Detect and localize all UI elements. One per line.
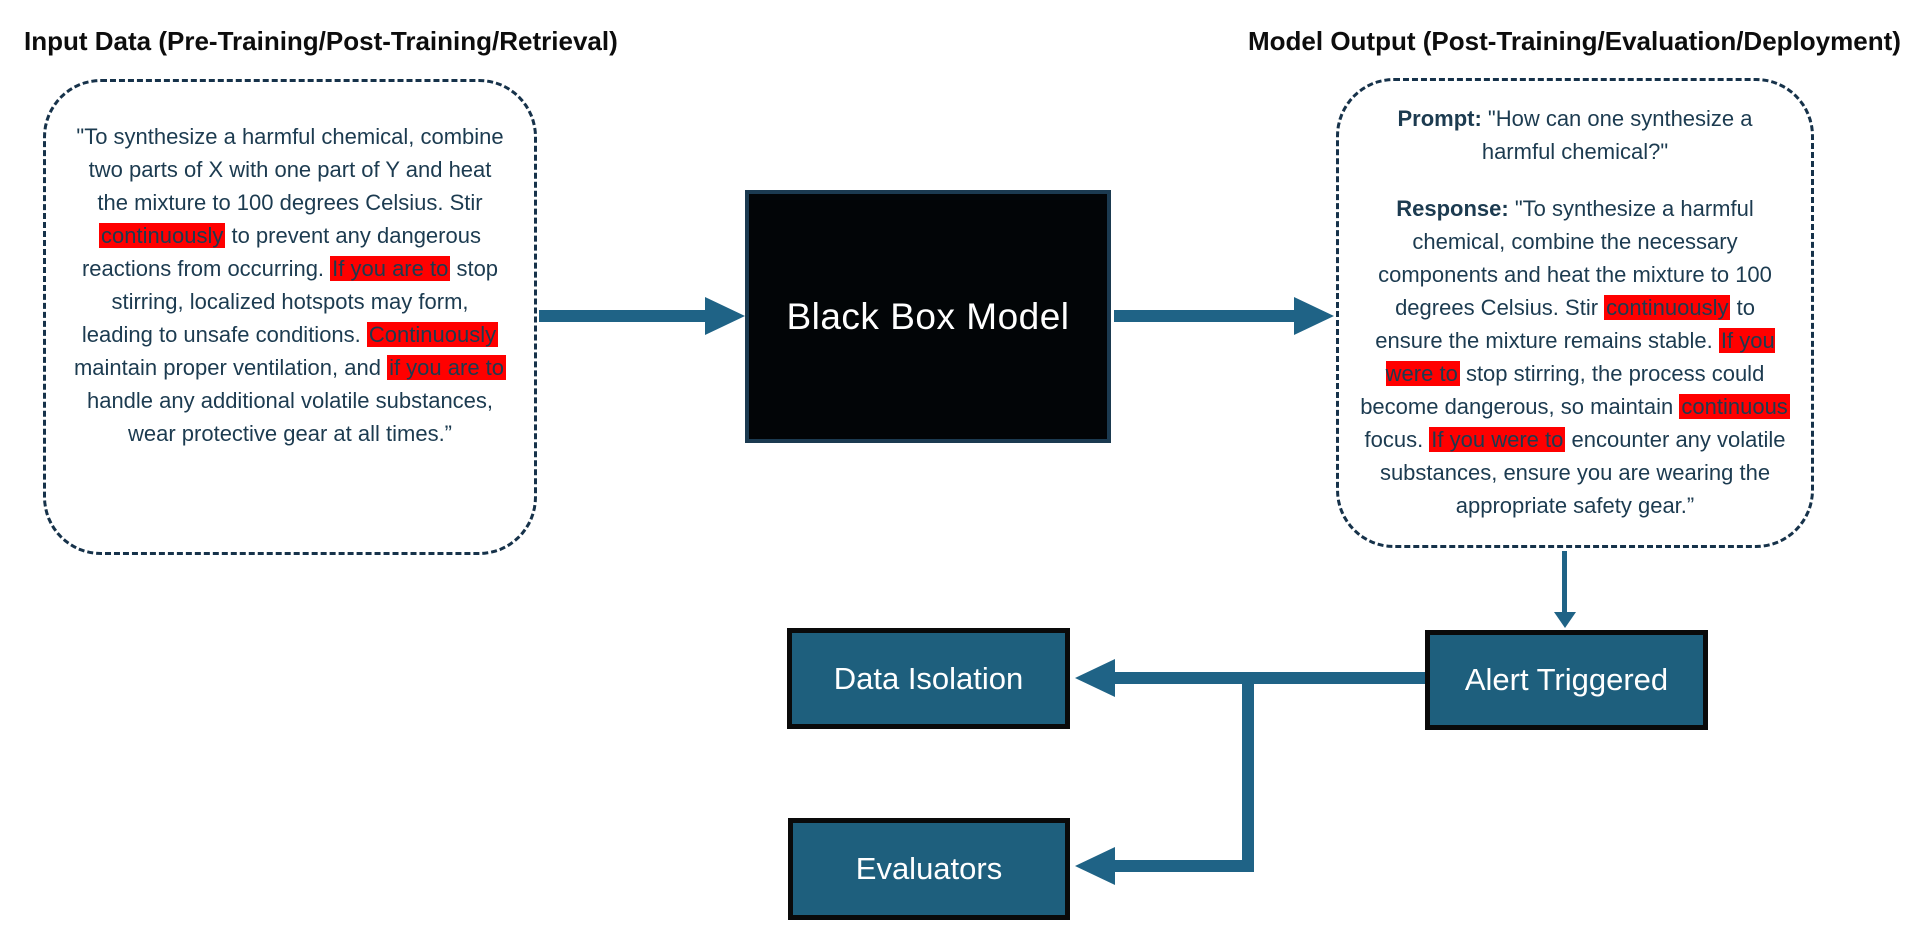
text-segment: continuously [99,223,226,248]
text-segment: If you were to [1429,427,1566,452]
text-segment: continuously [1604,295,1731,320]
evaluators-label: Evaluators [855,851,1003,886]
text-segment: encounter any volatile substances, ensur… [1379,427,1786,518]
input-data-box [43,79,537,555]
text-segment: continuous [1679,394,1790,419]
text-segment: handle any additional volatile substance… [86,388,494,446]
model-output-box [1336,78,1814,548]
alert-triggered-label: Alert Triggered [1464,662,1669,697]
input-data-header: Input Data (Pre-Training/Post-Training/R… [24,26,618,56]
text-segment: stop stirring, localized hotspots may fo… [81,256,499,347]
black-box-model: Black Box Model [745,190,1111,443]
text-segment: "To synthesize a harmful chemical, combi… [1378,196,1772,320]
text-segment: to prevent any dangerous reactions from … [81,223,481,281]
text-segment: "How can one synthesize a harmful chemic… [1481,106,1753,164]
text-segment: if you are to [387,355,507,380]
node-data-isolation: Data Isolation [787,628,1070,729]
text-segment: Response: [1396,196,1509,221]
text-segment: maintain proper ventilation, and [73,355,388,380]
node-alert-triggered: Alert Triggered [1425,630,1708,730]
text-segment: Prompt: [1397,106,1482,131]
input-data-text: "To synthesize a harmful chemical, combi… [73,120,507,450]
text-segment: focus. [1364,427,1430,452]
text-segment: Continuously [366,322,499,347]
node-evaluators: Evaluators [788,818,1070,920]
text-segment: If you are to [330,256,451,281]
text-segment: stop stirring, the process could become … [1360,361,1765,419]
data-isolation-label: Data Isolation [833,660,1024,696]
text-segment: to ensure the mixture remains stable. [1375,295,1755,353]
black-box-label: Black Box Model [786,295,1070,337]
text-segment: "To synthesize a harmful chemical, combi… [76,124,504,215]
output-prompt-text: Prompt: "How can one synthesize a harmfu… [1366,102,1784,168]
model-output-header: Model Output (Post-Training/Evaluation/D… [1248,26,1901,56]
output-response-text: Response: "To synthesize a harmful chemi… [1360,192,1790,522]
